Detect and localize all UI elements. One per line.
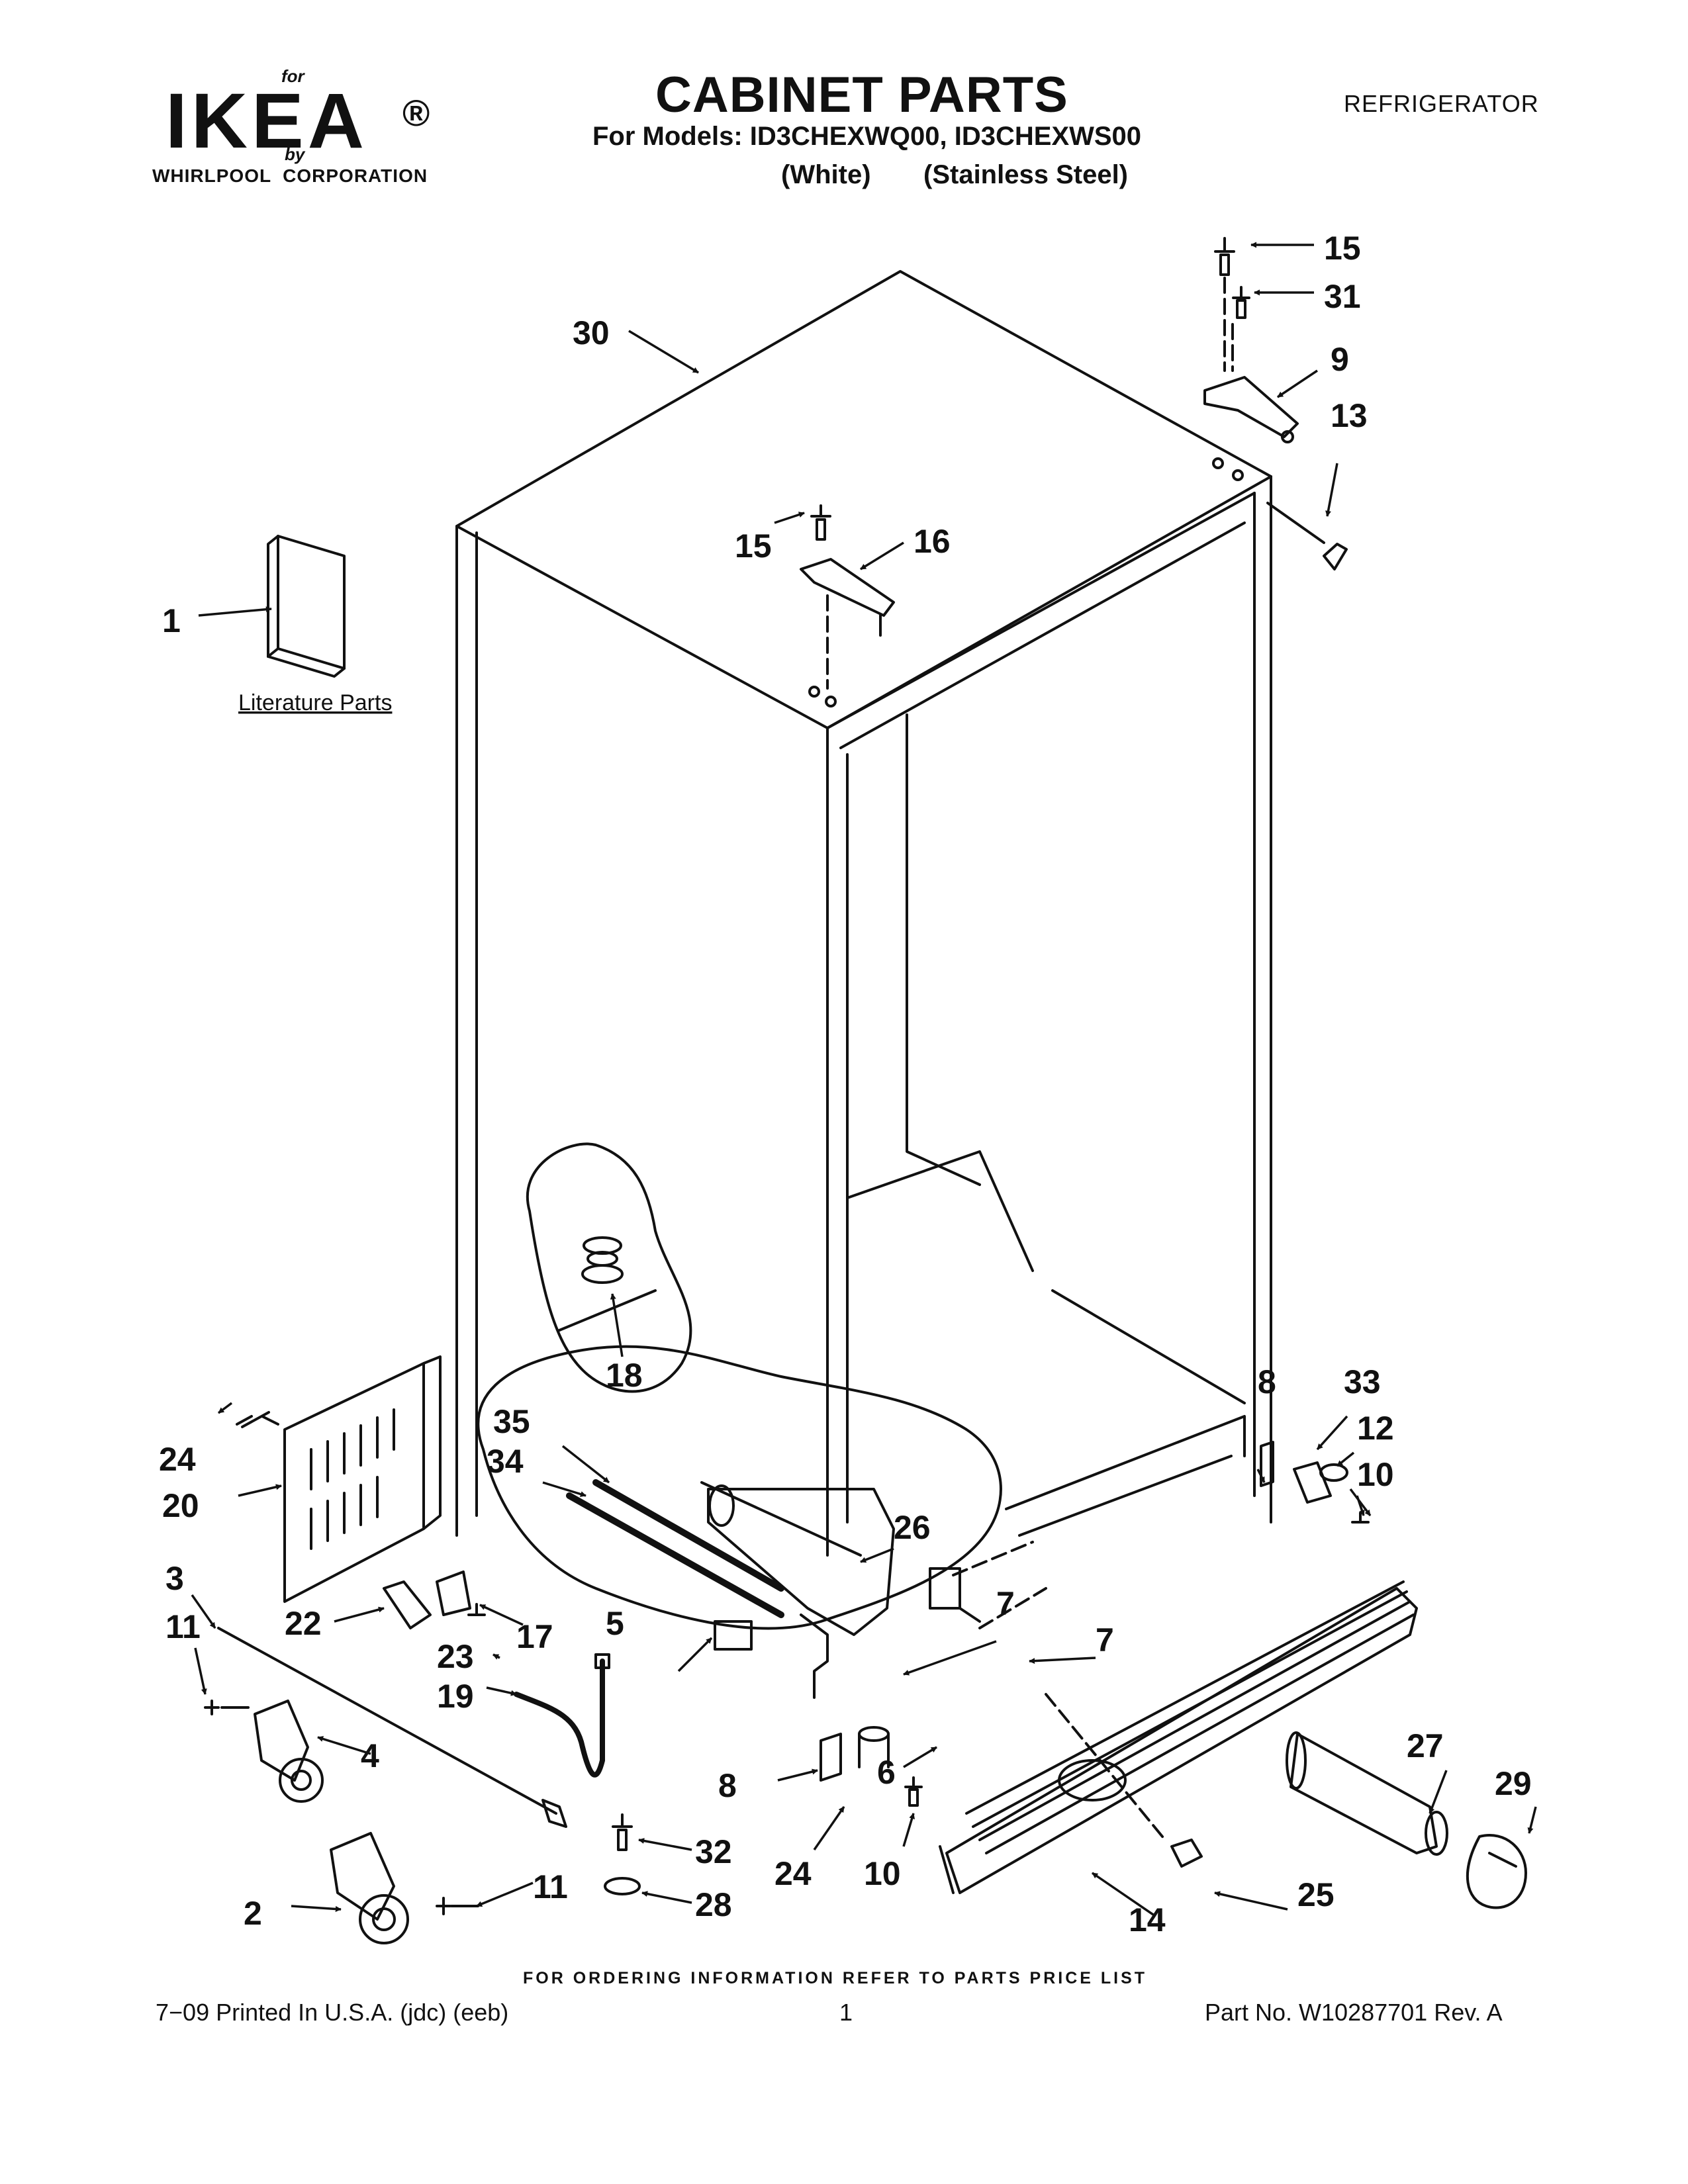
product-category: REFRIGERATOR [1344,90,1539,117]
page-title: CABINET PARTS [655,67,1068,123]
grommet-cutaway [526,1142,692,1393]
callout-label: 26 [894,1509,931,1546]
callout-label: 10 [1357,1456,1394,1493]
logo-registered-mark: ® [402,92,430,134]
callout-label: 14 [1129,1901,1166,1938]
logo-by-text: by [285,144,305,164]
callout-label: 7 [1096,1621,1114,1659]
callout-label: 19 [437,1678,474,1715]
logo-wordmark: IKEA [165,77,368,165]
back-access-panel [236,1355,442,1603]
models-line: For Models: ID3CHEXWQ00, ID3CHEXWS00 [592,122,1142,151]
callout-label: 30 [573,314,610,351]
callout-label: 35 [493,1403,530,1440]
callout-label: 1 [162,602,181,639]
literature-parts-label: Literature Parts [238,690,392,715]
callout-label: 34 [487,1443,524,1480]
callout-label: 27 [1407,1727,1444,1764]
callout-label: 22 [285,1605,322,1642]
callout-label: 5 [606,1605,624,1642]
logo-maker-text: WHIRLPOOL CORPORATION [152,165,428,186]
callout-label: 25 [1297,1876,1335,1913]
callout-label: 3 [165,1560,184,1597]
rear-rollers [204,1627,567,1944]
callout-label: 7 [996,1585,1015,1622]
literature-booklet [267,535,346,678]
callout-label: 15 [735,527,772,565]
callout-label: 31 [1324,278,1361,315]
callout-label: 13 [1331,397,1368,434]
callout-label: 16 [914,523,951,560]
logo-for-text: for [281,66,305,86]
top-hinge-assembly [800,237,1348,707]
callout-label: 6 [877,1754,896,1791]
callout-label: 24 [159,1441,196,1478]
callout-label: 29 [1495,1765,1532,1802]
callout-label: 32 [695,1833,732,1870]
part-number: Part No. W10287701 Rev. A [1205,1999,1503,2026]
brand-logo: for IKEA ® by WHIRLPOOL CORPORATION [152,66,444,192]
callout-leaders [191,242,1537,1917]
callout-label: 17 [516,1618,553,1655]
callout-label: 11 [533,1868,568,1905]
callout-label: 20 [162,1487,199,1524]
callout-label: 8 [718,1767,737,1804]
water-filter [1286,1731,1527,1909]
callout-label: 9 [1331,341,1349,378]
callout-label: 11 [165,1608,201,1645]
callout-label: 15 [1324,230,1361,267]
page-number: 1 [839,1999,853,2026]
variant-white-label: (White) [781,160,871,189]
variant-steel-label: (Stainless Steel) [923,160,1129,189]
callout-label: 24 [774,1855,812,1892]
callout-label: 12 [1357,1410,1394,1447]
callout-numbers: 30 15 31 9 13 15 16 1 Literature Parts 1… [159,230,1532,1938]
callout-label: 33 [1344,1363,1381,1400]
lower-hinge-brackets [383,1441,1370,1807]
water-tube-and-screws [514,1653,641,1895]
callout-label: 18 [606,1357,643,1394]
toe-grille [929,1541,1418,1894]
ordering-note: FOR ORDERING INFORMATION REFER TO PARTS … [523,1969,1148,1987]
lower-cutaway [477,1345,1002,1699]
callout-label: 4 [361,1737,379,1774]
callout-label: 10 [864,1855,901,1892]
callout-label: 28 [695,1886,732,1923]
cabinet-shell [455,270,1272,1557]
print-info: 7−09 Printed In U.S.A. (jdc) (eeb) [156,1999,509,2026]
callout-label: 8 [1258,1363,1276,1400]
callout-label: 23 [437,1638,474,1675]
callout-label: 2 [244,1895,262,1932]
